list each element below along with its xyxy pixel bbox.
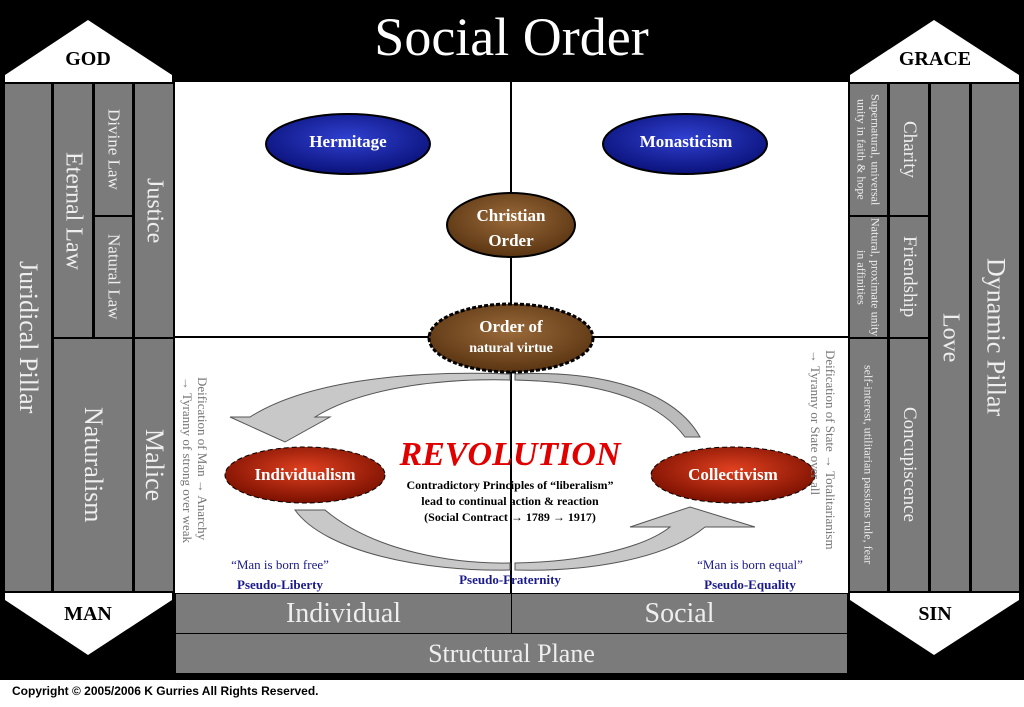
deification-of-man: Deification of Man → Anarchy→ Tyranny of… xyxy=(180,377,210,587)
revolution-heading: REVOLUTION xyxy=(399,436,621,473)
grace-arrow xyxy=(850,20,1019,82)
diagram-title: Social Order xyxy=(374,7,649,67)
man-arrow xyxy=(5,593,172,655)
pseudo-fraternity: Pseudo-Fraternity xyxy=(459,572,561,587)
christian-order-ellipse xyxy=(446,192,576,258)
hermitage-label: Hermitage xyxy=(309,132,387,151)
collectivism-label: Collectivism xyxy=(688,465,778,484)
divine-law: Divine Law xyxy=(93,82,134,217)
charity: Charity xyxy=(888,82,930,217)
pseudo-equality: Pseudo-Equality xyxy=(704,577,796,592)
revolution-line1: Contradictory Principles of “liberalism” xyxy=(406,478,614,492)
malice: Malice xyxy=(133,337,175,593)
justice: Justice xyxy=(133,82,175,339)
christian-order-line2: Order xyxy=(488,231,534,250)
man-label: MAN xyxy=(64,603,112,625)
juridical-pillar: Juridical Pillar xyxy=(3,82,53,593)
revolution-description: Contradictory Principles of “liberalism”… xyxy=(380,477,640,525)
arrow-bottom-left xyxy=(294,509,511,571)
self-interest: self-interest, utilitarian passions rule… xyxy=(848,337,889,593)
revolution-line2: lead to continual action & reaction xyxy=(421,494,599,508)
natural-virtue-line2: natural virtue xyxy=(469,341,553,356)
arrow-top-left xyxy=(229,372,511,443)
pseudo-liberty: Pseudo-Liberty xyxy=(237,577,323,592)
god-label: GOD xyxy=(65,48,111,70)
collectivism-ellipse xyxy=(650,446,816,504)
born-equal-quote: “Man is born equal” xyxy=(697,557,803,572)
revolution-line3: (Social Contract → 1789 → 1917) xyxy=(424,510,596,524)
natural-virtue-line1: Order of xyxy=(479,317,543,336)
concupiscence: Concupiscence xyxy=(888,337,930,593)
dynamic-pillar: Dynamic Pillar xyxy=(970,82,1021,593)
deification-of-state: Deification of State → Totalitarianism→ … xyxy=(808,350,838,590)
grace-label: GRACE xyxy=(898,48,972,70)
born-free-quote: “Man is born free” xyxy=(231,557,329,572)
monasticism-ellipse xyxy=(602,113,768,175)
deification-state-line1: Deification of State → Totalitarianism xyxy=(823,350,838,550)
natural-virtue-label: Order of natural virtue xyxy=(430,316,592,360)
structural-plane: Structural Plane xyxy=(175,633,848,674)
deification-state-line2: → Tyranny or State over all xyxy=(808,350,823,496)
christian-order-line1: Christian xyxy=(476,206,546,225)
copyright: Copyright © 2005/2006 K Gurries All Righ… xyxy=(12,684,319,698)
social-plane: Social xyxy=(511,593,848,634)
natural-unity: Natural, proximate unity in affinities xyxy=(848,215,889,339)
deification-man-line2: → Tyranny of strong over weak xyxy=(180,377,195,544)
arrow-bottom-right xyxy=(514,506,756,571)
supernatural-unity: Supernatural, universal unity in faith &… xyxy=(848,82,889,217)
center-graphics xyxy=(175,82,848,593)
god-arrow xyxy=(5,20,172,82)
monasticism-label: Monasticism xyxy=(639,132,733,151)
love: Love xyxy=(929,82,971,593)
natural-law: Natural Law xyxy=(93,215,134,339)
natural-virtue-ellipse xyxy=(427,302,595,374)
sin-arrow xyxy=(850,593,1019,655)
individualism-ellipse xyxy=(224,446,386,504)
naturalism: Naturalism xyxy=(52,337,134,593)
individual-plane: Individual xyxy=(175,593,512,634)
sin-label: SIN xyxy=(918,603,952,625)
eternal-law: Eternal Law xyxy=(52,82,94,339)
individualism-label: Individualism xyxy=(254,465,356,484)
arrow-top-right xyxy=(514,373,701,438)
corner-shapes xyxy=(5,20,1019,655)
deification-man-line1: Deification of Man → Anarchy xyxy=(195,377,210,541)
hermitage-ellipse xyxy=(265,113,431,175)
friendship: Friendship xyxy=(888,215,930,339)
